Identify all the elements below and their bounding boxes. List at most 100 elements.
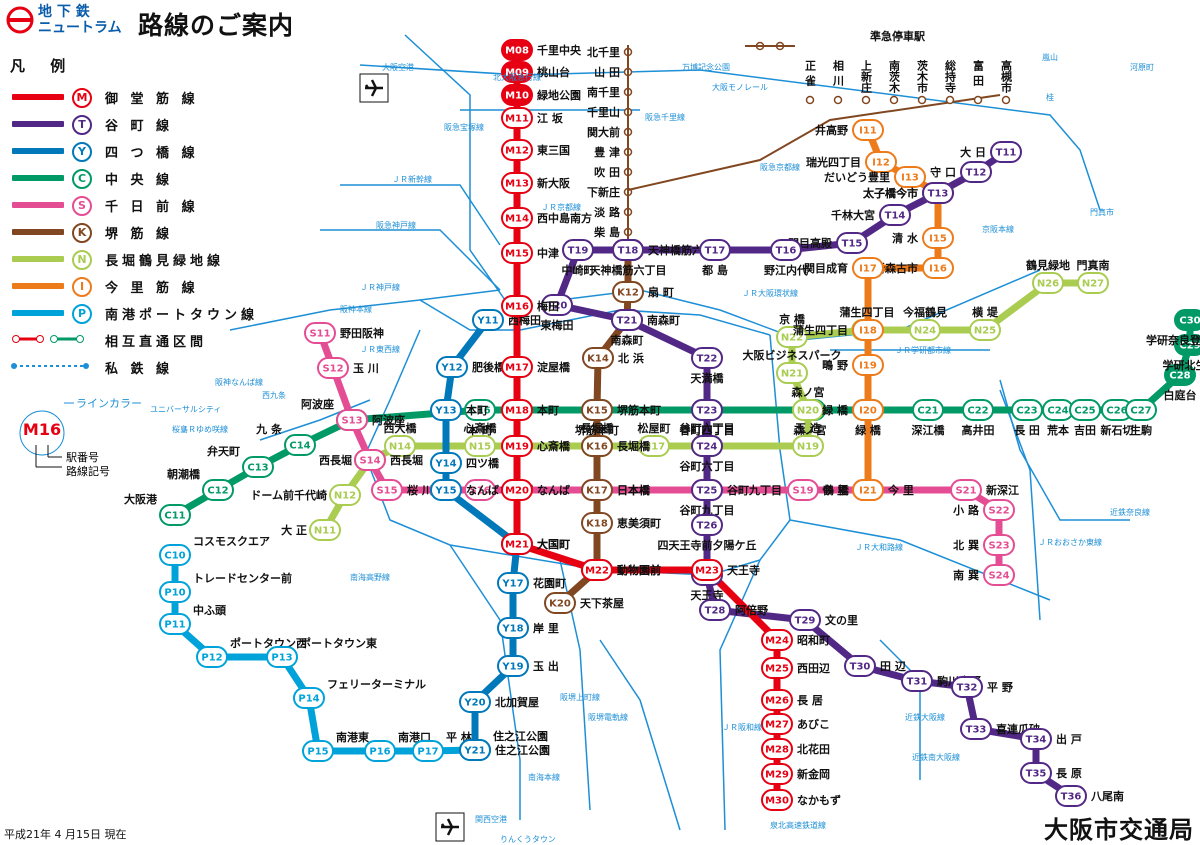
station-badge <box>983 534 1015 556</box>
station-badge <box>922 257 954 279</box>
station-name: 緑地公園 <box>537 88 581 102</box>
station-code: I20 <box>859 406 877 417</box>
station-badge <box>562 239 594 261</box>
station-name: 八尾南 <box>1090 789 1124 803</box>
station-badge <box>699 599 731 621</box>
station-code: M16 <box>505 302 529 313</box>
legend-extra-label: 私 鉄 線 <box>105 362 174 377</box>
station-name: 天神橋筋六丁目 <box>590 263 667 277</box>
station-badge <box>691 479 723 501</box>
legend-line-badge: I <box>72 277 92 297</box>
station-name: 千里中央 <box>537 43 582 57</box>
station-badge <box>770 239 802 261</box>
station-name: 野田阪神 <box>340 326 384 340</box>
rail-line-label: 近鉄大阪線 <box>905 712 945 722</box>
station-name: 梅田 <box>537 299 559 313</box>
station-badge <box>501 295 533 317</box>
station-badge <box>761 789 793 811</box>
station-badge <box>196 646 228 668</box>
hankyu-senri-stop-name: 南千里 <box>587 85 620 99</box>
station-badge <box>852 399 884 421</box>
station-name: なんば <box>537 483 570 497</box>
station-name: 心斎橋 <box>537 439 571 453</box>
legend-line-badge: C <box>72 169 92 189</box>
station-badge <box>459 739 491 761</box>
kansai-airport-icon <box>435 812 465 842</box>
station-name: 扇 町 <box>648 285 674 299</box>
station-code: S11 <box>309 329 330 340</box>
midosuji-station: M16 梅田 <box>501 295 559 317</box>
rail-line-label: 近鉄南大阪線 <box>912 752 960 762</box>
rail-line-label: ＪＲ東西線 <box>360 344 400 354</box>
station-name: 文の里 <box>825 613 858 627</box>
rail-line-label: 阪急京都線 <box>760 162 800 172</box>
station-badge <box>761 689 793 711</box>
osaka-subway-logo-icon <box>6 6 34 34</box>
station-code: I21 <box>859 486 877 497</box>
effective-date: 平成21年 4 月15日 現在 <box>4 828 127 841</box>
station-name: 桜 川 <box>407 483 433 497</box>
station-name: 西長堀 <box>319 453 352 467</box>
station-name: 昭和町 <box>797 633 830 647</box>
station-code: M10 <box>505 91 529 102</box>
private-railway-line <box>259 399 371 441</box>
station-name: 玉 出 <box>533 659 559 673</box>
station-name: 北花田 <box>797 742 830 756</box>
station-badge <box>304 322 336 344</box>
station-code: I12 <box>872 158 890 169</box>
station-code: T17 <box>705 246 726 257</box>
station-code: T14 <box>885 211 906 222</box>
station-code: C25 <box>1074 406 1095 417</box>
station-name: 大阪ビジネスパーク <box>743 348 842 362</box>
station-code: M27 <box>765 720 789 731</box>
station-name: 岸 里 <box>533 621 559 635</box>
station-code: K14 <box>587 354 609 365</box>
station-badge <box>430 452 462 474</box>
station-badge <box>960 718 992 740</box>
station-code: I15 <box>929 234 947 245</box>
rinku-label: りんくうタウン <box>500 835 556 844</box>
station-code: M12 <box>505 146 529 157</box>
rail-line-label: 阪神なんば線 <box>215 377 263 387</box>
legend-item: S 千 日 前 線 <box>8 192 228 219</box>
legend-line-name: 千 日 前 線 <box>105 200 199 215</box>
rail-line-label: 阪急神戸線 <box>376 220 416 230</box>
station-code: I11 <box>859 126 877 137</box>
station-badge <box>909 319 941 341</box>
station-name: 恵美須町 <box>617 516 661 530</box>
station-name: 都 島 <box>701 263 728 277</box>
private-railway-lines <box>229 34 1130 831</box>
station-name: 瑞光四丁目 <box>806 155 861 169</box>
station-badge <box>611 309 643 331</box>
legend-line-badge: M <box>72 88 92 108</box>
legend-item: N 長堀鶴見緑地線 <box>8 246 228 273</box>
station-badge <box>159 544 191 566</box>
station-code: P16 <box>369 747 390 758</box>
station-name: 玉 川 <box>353 362 379 375</box>
station-name: 長堀橋 <box>581 421 615 435</box>
hankyu-senri-stop-name: 吹 田 <box>594 165 620 179</box>
station-badge <box>852 119 884 141</box>
station-code: Y11 <box>476 316 498 327</box>
rail-line-label: 阪神本線 <box>340 304 372 314</box>
station-badge <box>1055 785 1087 807</box>
station-name: 野江内代 <box>764 263 808 277</box>
station-name: 今福鶴見 <box>902 305 947 319</box>
sakaisuji-line <box>556 246 632 607</box>
hankyu-kyoto-stop <box>833 95 843 105</box>
hankyu-senri-stop-name: 淡 路 <box>594 205 621 219</box>
station-badge <box>336 409 368 431</box>
station-name: 鶴見緑地 <box>1026 258 1070 272</box>
station-badge <box>901 670 933 692</box>
station-name: 新大阪 <box>537 176 571 190</box>
station-badge <box>761 713 793 735</box>
station-code: T29 <box>795 616 816 627</box>
